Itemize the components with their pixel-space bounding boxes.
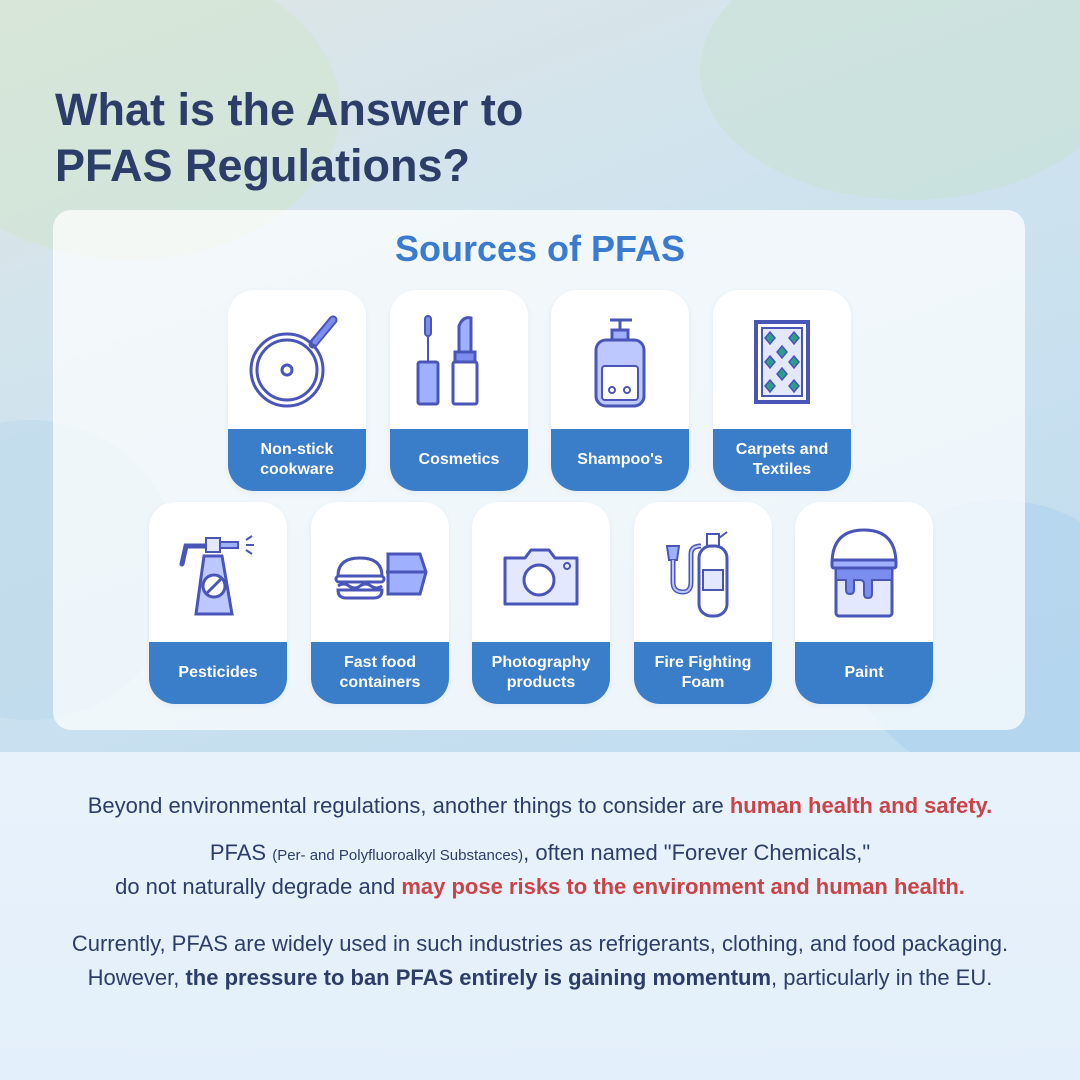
health-paragraph: Beyond environmental regulations, anothe… bbox=[0, 789, 1080, 823]
source-card-fire-foam: Fire Fighting Foam bbox=[634, 502, 772, 704]
source-label: Carpets and Textiles bbox=[713, 429, 851, 491]
source-label: Photography products bbox=[472, 642, 610, 704]
highlight-text: human health and safety. bbox=[729, 793, 993, 818]
source-card-shampoo: Shampoo's bbox=[551, 290, 689, 491]
camera-icon bbox=[503, 548, 579, 606]
source-card-paint: Paint bbox=[795, 502, 933, 704]
body-text: , often named "Forever Chemicals," bbox=[523, 840, 871, 865]
fire-extinguisher-icon bbox=[665, 531, 729, 618]
usage-line: Currently, PFAS are widely used in such … bbox=[0, 927, 1080, 961]
section-title: Sources of PFAS bbox=[394, 228, 686, 269]
source-label: Pesticides bbox=[149, 642, 287, 704]
highlight-text: may pose risks to the environment and hu… bbox=[401, 874, 965, 899]
source-card-fast-food: Fast food containers bbox=[311, 502, 449, 704]
source-label: Fire Fighting Foam bbox=[634, 642, 772, 704]
body-text: However, bbox=[87, 965, 186, 990]
source-card-pesticides: Pesticides bbox=[149, 502, 287, 704]
source-card-cosmetics: Cosmetics bbox=[390, 290, 528, 491]
title-line-2: PFAS Regulations? bbox=[55, 140, 471, 191]
source-label: Non-stick cookware bbox=[228, 429, 366, 491]
carpet-icon bbox=[754, 320, 810, 404]
lipstick-mascara-icon bbox=[416, 315, 479, 406]
pfas-definition-line2: do not naturally degrade and may pose ri… bbox=[0, 870, 1080, 904]
shampoo-bottle-icon bbox=[594, 318, 646, 408]
source-label: Paint bbox=[795, 642, 933, 704]
ban-pressure-line: However, the pressure to ban PFAS entire… bbox=[0, 961, 1080, 995]
source-label: Shampoo's bbox=[551, 429, 689, 491]
title-line-1: What is the Answer to bbox=[55, 84, 524, 135]
source-card-carpets: Carpets and Textiles bbox=[713, 290, 851, 491]
paint-bucket-icon bbox=[830, 528, 898, 618]
burger-container-icon bbox=[334, 552, 428, 600]
body-text: Currently, PFAS are widely used in such … bbox=[71, 931, 1009, 956]
source-label: Fast food containers bbox=[311, 642, 449, 704]
source-label: Cosmetics bbox=[390, 429, 528, 491]
body-text: do not naturally degrade and bbox=[115, 874, 402, 899]
source-card-cookware: Non-stick cookware bbox=[228, 290, 366, 491]
frying-pan-icon bbox=[249, 315, 338, 408]
body-text: Beyond environmental regulations, anothe… bbox=[87, 793, 730, 818]
body-text: PFAS bbox=[209, 840, 273, 865]
info-section bbox=[0, 752, 1080, 1080]
emphasis-text: the pressure to ban PFAS entirely is gai… bbox=[185, 965, 772, 990]
pfas-expansion: (Per- and Polyfluoroalkyl Substances) bbox=[272, 847, 524, 864]
pesticide-sprayer-icon bbox=[179, 535, 254, 616]
source-card-photography: Photography products bbox=[472, 502, 610, 704]
body-text: , particularly in the EU. bbox=[771, 965, 993, 990]
pfas-definition-line1: PFAS (Per- and Polyfluoroalkyl Substance… bbox=[0, 836, 1080, 873]
